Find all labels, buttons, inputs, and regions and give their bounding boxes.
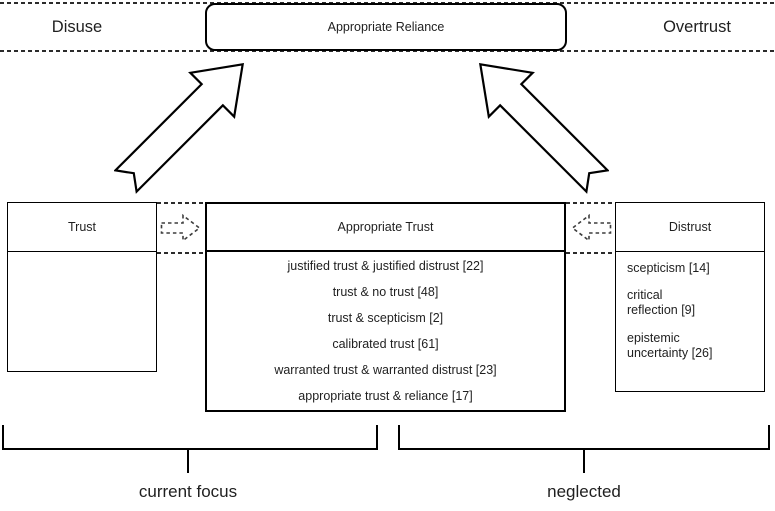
dashed-right-arrow-icon [160,213,201,243]
overtrust-label: Overtrust [663,18,731,36]
distrust-box-title: Distrust [616,203,764,252]
appropriate-trust-title: Appropriate Trust [207,204,564,252]
dashed-left-arrow-icon [571,213,612,243]
appropriate-reliance-box: Appropriate Reliance [205,3,567,51]
dashed-connector [566,252,615,254]
neglected-bracket [398,425,770,450]
dashed-connector [157,202,205,204]
trust-box-title: Trust [8,203,156,252]
current-focus-bracket-tick [187,450,189,473]
neglected-label: neglected [547,482,621,501]
neglected-bracket-tick [583,450,585,473]
dashed-separator-top [0,2,775,4]
up-right-block-arrow-icon [114,63,245,194]
list-item: appropriate trust & reliance [17] [298,389,473,403]
distrust-box: Distrust scepticism [14] critical reflect… [615,202,765,392]
current-focus-bracket [2,425,378,450]
dashed-connector [566,202,615,204]
list-item: epistemic uncertainty [26] [627,330,713,360]
dashed-connector [157,252,205,254]
list-item: critical reflection [9] [627,288,696,317]
current-focus-label: current focus [138,482,238,501]
appropriate-trust-box: Appropriate Trust justified trust & just… [205,202,566,412]
up-left-block-arrow-icon [478,63,609,194]
appropriate-trust-list: justified trust & justified distrust [22… [207,252,564,410]
list-item: trust & no trust [48] [332,285,439,299]
list-item: justified trust & justified distrust [22… [287,259,484,273]
distrust-list: scepticism [14] critical reflection [9] ep… [616,252,764,361]
trust-box: Trust [7,202,157,372]
list-item: trust & scepticism [2] [327,311,444,325]
disuse-label: Disuse [51,18,103,36]
list-item: warranted trust & warranted distrust [23… [274,363,497,377]
list-item: calibrated trust [61] [332,337,439,351]
list-item: scepticism [14] [627,260,710,275]
appropriate-reliance-label: Appropriate Reliance [327,20,445,34]
